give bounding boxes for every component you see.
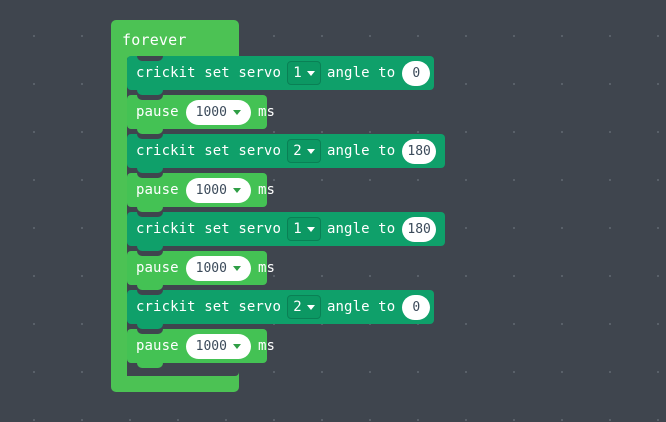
crickit-set-servo-block[interactable]: crickit set servo 1 angle to 180 bbox=[127, 212, 445, 251]
crickit-block-angle-label: angle to bbox=[327, 299, 396, 315]
servo-number-value: 1 bbox=[293, 221, 302, 237]
servo-number-value: 1 bbox=[293, 65, 302, 81]
pause-duration-dropdown[interactable]: 1000 bbox=[185, 99, 251, 125]
pause-block-unit-label: ms bbox=[257, 182, 276, 198]
block-top-notch bbox=[137, 290, 163, 295]
chevron-down-icon bbox=[306, 304, 315, 310]
block-bottom-tab bbox=[137, 324, 163, 329]
crickit-block-prefix-label: crickit set servo bbox=[136, 221, 281, 237]
pause-block-unit-label: ms bbox=[257, 338, 276, 354]
pause-block-prefix-label: pause bbox=[136, 338, 179, 354]
block-bottom-tab bbox=[137, 246, 163, 251]
pause-block[interactable]: pause 1000 ms bbox=[127, 329, 275, 368]
pause-duration-dropdown[interactable]: 1000 bbox=[185, 177, 251, 203]
chevron-down-icon bbox=[306, 226, 315, 232]
crickit-block-angle-label: angle to bbox=[327, 65, 396, 81]
block-bottom-tab bbox=[137, 207, 163, 212]
pause-duration-value: 1000 bbox=[195, 260, 227, 276]
crickit-set-servo-block[interactable]: crickit set servo 2 angle to 0 bbox=[127, 290, 434, 329]
block-top-notch bbox=[137, 329, 163, 334]
crickit-set-servo-block[interactable]: crickit set servo 2 angle to 180 bbox=[127, 134, 445, 173]
crickit-block-angle-label: angle to bbox=[327, 221, 396, 237]
pause-duration-value: 1000 bbox=[195, 104, 227, 120]
pause-duration-dropdown[interactable]: 1000 bbox=[185, 333, 251, 359]
block-top-notch bbox=[137, 212, 163, 217]
servo-number-dropdown[interactable]: 1 bbox=[287, 61, 321, 85]
angle-value: 180 bbox=[407, 143, 431, 159]
crickit-block-prefix-label: crickit set servo bbox=[136, 65, 281, 81]
angle-value-field[interactable]: 180 bbox=[402, 216, 436, 242]
forever-label: forever bbox=[122, 31, 187, 49]
block-top-notch bbox=[137, 251, 163, 256]
pause-block-unit-label: ms bbox=[257, 104, 276, 120]
chevron-down-icon bbox=[232, 265, 241, 271]
crickit-block-angle-label: angle to bbox=[327, 143, 396, 159]
block-top-notch bbox=[137, 134, 163, 139]
chevron-down-icon bbox=[306, 70, 315, 76]
angle-value-field[interactable]: 0 bbox=[402, 294, 431, 320]
chevron-down-icon bbox=[306, 148, 315, 154]
angle-value: 0 bbox=[412, 65, 421, 81]
block-bottom-tab bbox=[137, 168, 163, 173]
chevron-down-icon bbox=[232, 109, 241, 115]
servo-number-dropdown[interactable]: 2 bbox=[287, 295, 321, 319]
pause-block[interactable]: pause 1000 ms bbox=[127, 95, 275, 134]
crickit-block-prefix-label: crickit set servo bbox=[136, 299, 281, 315]
chevron-down-icon bbox=[232, 343, 241, 349]
block-bottom-tab bbox=[137, 285, 163, 290]
servo-number-value: 2 bbox=[293, 143, 302, 159]
pause-duration-value: 1000 bbox=[195, 182, 227, 198]
block-bottom-tab bbox=[137, 90, 163, 95]
pause-duration-dropdown[interactable]: 1000 bbox=[185, 255, 251, 281]
pause-duration-value: 1000 bbox=[195, 338, 227, 354]
angle-value: 0 bbox=[412, 299, 421, 315]
block-top-notch bbox=[137, 173, 163, 178]
angle-value-field[interactable]: 180 bbox=[402, 138, 436, 164]
pause-block[interactable]: pause 1000 ms bbox=[127, 251, 275, 290]
pause-block-prefix-label: pause bbox=[136, 182, 179, 198]
servo-number-value: 2 bbox=[293, 299, 302, 315]
angle-value: 180 bbox=[407, 221, 431, 237]
block-bottom-tab bbox=[137, 129, 163, 134]
pause-block-prefix-label: pause bbox=[136, 260, 179, 276]
pause-block-prefix-label: pause bbox=[136, 104, 179, 120]
crickit-block-prefix-label: crickit set servo bbox=[136, 143, 281, 159]
servo-number-dropdown[interactable]: 2 bbox=[287, 139, 321, 163]
crickit-set-servo-block[interactable]: crickit set servo 1 angle to 0 bbox=[127, 56, 434, 95]
chevron-down-icon bbox=[232, 187, 241, 193]
block-bottom-tab bbox=[137, 363, 163, 368]
block-top-notch bbox=[137, 56, 163, 61]
pause-block-unit-label: ms bbox=[257, 260, 276, 276]
pause-block[interactable]: pause 1000 ms bbox=[127, 173, 275, 212]
servo-number-dropdown[interactable]: 1 bbox=[287, 217, 321, 241]
block-top-notch bbox=[137, 95, 163, 100]
angle-value-field[interactable]: 0 bbox=[402, 60, 431, 86]
